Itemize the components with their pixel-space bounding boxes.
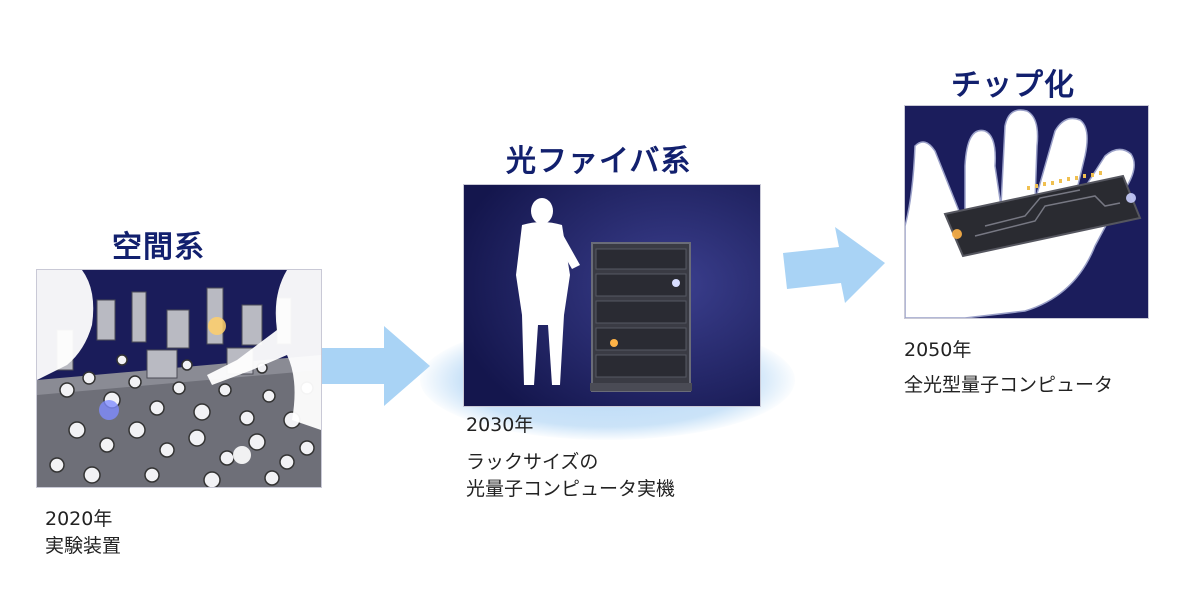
panel-chip-hand (904, 105, 1149, 319)
caption-chip: 2050年 全光型量子コンピュータ (904, 337, 1113, 399)
description-spatial: 実験装置 (45, 535, 122, 557)
year-2050: 2050年 (904, 339, 972, 361)
stage-title-chip: チップ化 (951, 68, 1075, 103)
year-2020: 2020年 (45, 508, 113, 530)
panel-fiber-rack (463, 184, 761, 407)
description-chip: 全光型量子コンピュータ (904, 374, 1114, 396)
person-silhouette-icon (516, 198, 580, 385)
panel-spatial-experiment (36, 269, 322, 488)
server-rack-icon (590, 242, 692, 392)
photonic-chip-icon (943, 171, 1142, 258)
description-fiber-line2: 光量子コンピュータ実機 (466, 478, 676, 500)
people-silhouette-icon (37, 270, 321, 430)
arrow-right-icon (322, 326, 430, 406)
stage-title-fiber: 光ファイバ系 (506, 144, 692, 179)
description-fiber-line1: ラックサイズの (466, 451, 599, 473)
caption-fiber: 2030年 ラックサイズの 光量子コンピュータ実機 (466, 412, 675, 503)
stage-title-spatial: 空間系 (112, 230, 205, 265)
year-2030: 2030年 (466, 414, 534, 436)
arrow-right-icon (783, 227, 885, 303)
caption-spatial: 2020年 実験装置 (45, 506, 121, 560)
optical-table-icon (37, 270, 321, 487)
